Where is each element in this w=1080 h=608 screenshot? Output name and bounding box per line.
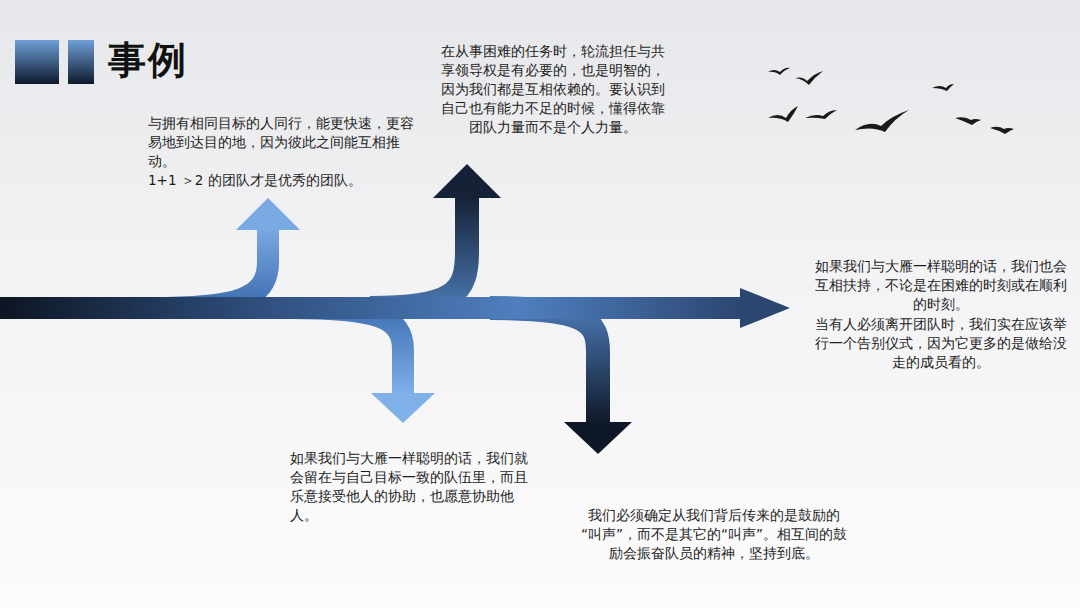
note-text: 如果我们与大雁一样聪明的话，我们也会互相扶持，不论是在困难的时刻或在顺利的时刻。: [812, 257, 1070, 314]
arrow-head: [564, 422, 632, 454]
note-text: 在从事困难的任务时，轮流担任与共享领导权是有必要的，也是明智的，因为我们都是互相…: [440, 42, 666, 137]
arrow-main: [0, 297, 742, 319]
arrow-head: [236, 198, 300, 230]
arrow-head: [433, 164, 501, 198]
geese: [768, 68, 1014, 134]
arrow-branch: [150, 228, 268, 308]
arrow-head: [740, 288, 790, 328]
title-icon: [68, 40, 94, 84]
note-text: 我们必须确定从我们背后传来的是鼓励的“叫声”，而不是其它的“叫声”。相互间的鼓励…: [578, 506, 850, 563]
note-text: 与拥有相同目标的人同行，能更快速，更容易地到达目的地，因为彼此之间能互相推动。: [148, 114, 416, 171]
note-text: 当有人必须离开团队时，我们实在应该举行一个告别仪式，因为它更多的是做给没走的成员…: [812, 315, 1070, 372]
arrow-branch: [370, 196, 467, 308]
title-icon: [15, 40, 59, 84]
arrow-head: [371, 393, 435, 423]
slide-title: 事例: [108, 37, 188, 83]
arrow-branch: [490, 308, 598, 424]
arrow-branch: [290, 308, 403, 395]
note-text: 如果我们与大雁一样聪明的话，我们就会留在与自己目标一致的队伍里，而且乐意接受他人…: [290, 449, 536, 525]
note-text: 1+1 ＞2 的团队才是优秀的团队。: [148, 171, 416, 190]
